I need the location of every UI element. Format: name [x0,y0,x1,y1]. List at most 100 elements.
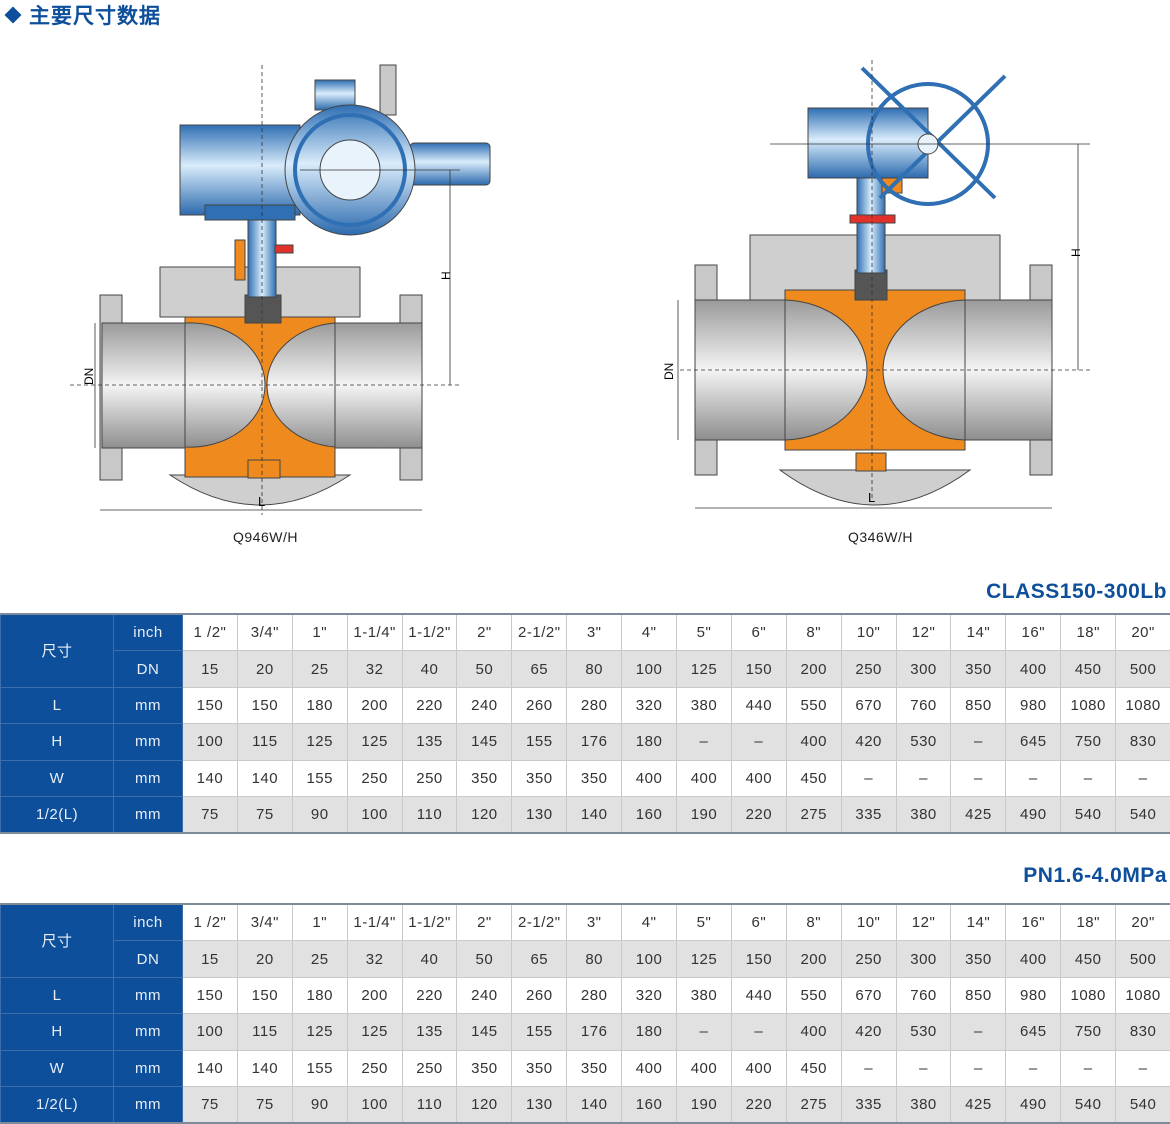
table-cell: 645 [1005,1013,1062,1051]
table-cell: 275 [785,795,842,834]
row-header: W [0,759,114,797]
table-cell: 20" [1115,613,1170,652]
table-cell: 540 [1115,1085,1170,1124]
table-cell: 32 [346,650,403,688]
dn-dimension-label: DN [82,368,96,385]
table-cell: – [1005,759,1062,797]
table-cell: 120 [456,1085,513,1124]
table-cell: 110 [401,795,458,834]
table-cell: 1 /2" [182,903,238,942]
table-cell: 176 [566,1013,623,1051]
table-cell: 530 [895,723,952,761]
table-cell: 350 [511,1049,568,1087]
table-cell: 145 [456,1013,513,1051]
table-cell: 25 [291,650,348,688]
table-cell: 150 [182,976,238,1015]
table-cell: 176 [566,723,623,761]
table-cell: 135 [401,1013,458,1051]
table-cell: 830 [1115,1013,1170,1051]
table-cell: 530 [895,1013,952,1051]
table-cell: 130 [511,795,568,834]
table-cell: 140 [182,1049,238,1087]
table-cell: – [895,759,952,797]
table-cell: 100 [346,795,403,834]
dn-dimension-label: DN [662,363,676,380]
table-cell: 125 [346,723,403,761]
table-cell: 100 [621,650,678,688]
table-cell: 1-1/2" [401,613,458,652]
table-cell: – [950,1049,1007,1087]
table-cell: 150 [236,976,293,1015]
table-cell: 275 [785,1085,842,1124]
table-cell: 3/4" [236,903,293,942]
l-dimension-label: L [258,494,265,509]
table-cell: 20 [236,650,293,688]
table-cell: 380 [676,686,732,725]
table-cell: 350 [950,940,1007,978]
table-cell: 200 [346,976,403,1015]
row-header: 1/2(L) [0,1085,114,1124]
table-cell: 670 [840,686,897,725]
table-cell: 260 [511,976,568,1015]
table-cell: 670 [840,976,897,1015]
table-cell: 155 [291,759,348,797]
table-cell: 10" [840,613,897,652]
table-cell: 100 [182,1013,238,1051]
table-cell: 300 [895,650,952,688]
table-cell: 400 [621,1049,678,1087]
h-dimension-label: H [439,271,453,280]
table-cell: 400 [785,723,842,761]
gear-operator [807,66,1007,206]
table-cell: 140 [566,1085,623,1124]
table-cell: 450 [1060,650,1117,688]
table-cell: – [840,1049,897,1087]
table-cell: 1-1/2" [401,903,458,942]
table-cell: 980 [1005,686,1062,725]
table-cell: 400 [730,1049,787,1087]
table-cell: – [1115,1049,1170,1087]
table-cell: 1080 [1060,976,1117,1015]
table-cell: 8" [785,903,842,942]
table-cell: 350 [511,759,568,797]
table-cell: 350 [950,650,1007,688]
unit-cell: DN [113,940,183,978]
table-cell: – [895,1049,952,1087]
table-cell: 220 [730,1085,787,1124]
table-cell: 280 [566,976,623,1015]
table-cell: 1" [291,903,348,942]
table-cell: 1080 [1115,686,1170,725]
table-cell: 155 [511,723,568,761]
table-cell: 400 [621,759,678,797]
table-cell: 150 [236,686,293,725]
standard-label-class: CLASS150-300Lb [986,580,1167,603]
valve-diagram-q946: DN H L [70,64,491,515]
table-cell: 20 [236,940,293,978]
unit-cell: mm [113,759,183,797]
valve-diagram-q346: DN H L [662,60,1090,509]
table-cell: 400 [676,1049,732,1087]
table-cell: 125 [676,650,732,688]
table-cell: 3/4" [236,613,293,652]
table-cell: 420 [840,1013,897,1051]
table-cell: 490 [1005,1085,1062,1124]
table-cell: 450 [1060,940,1117,978]
table-cell: 300 [895,940,952,978]
table-cell: 190 [676,795,732,834]
table-cell: 2-1/2" [511,903,568,942]
table-cell: 380 [895,795,952,834]
table-cell: 850 [950,686,1007,725]
table-cell: 850 [950,976,1007,1015]
table-cell: 350 [566,759,623,797]
unit-cell: DN [113,650,183,688]
table-cell: 320 [621,686,678,725]
table-cell: 500 [1115,650,1170,688]
table-cell: 5" [676,903,732,942]
table-cell: 400 [676,759,732,797]
table-cell: 425 [950,795,1007,834]
row-header: H [0,723,114,761]
